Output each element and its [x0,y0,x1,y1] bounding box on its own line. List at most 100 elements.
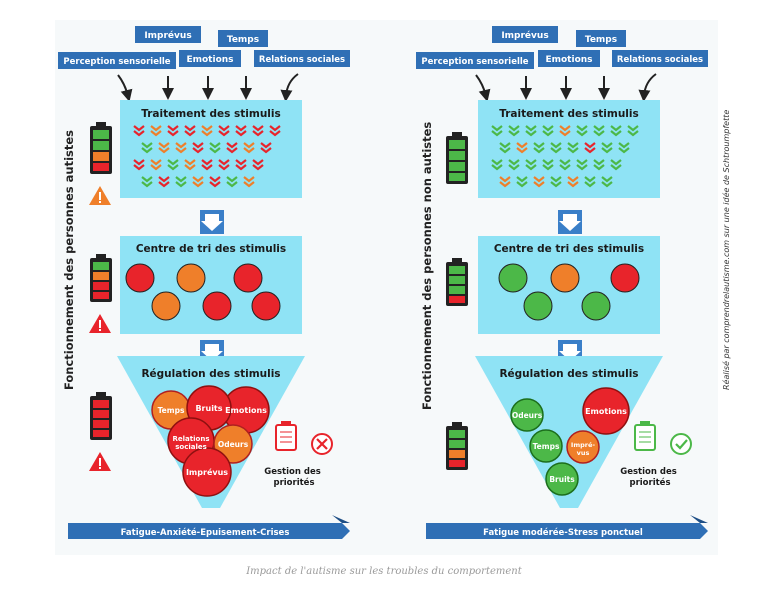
left-sort-circle [251,291,281,321]
right-bubble-odeurs [510,398,544,432]
left-sort-circle [125,263,155,293]
left-chevron [235,159,247,171]
right-chevron [610,125,622,137]
right-tag-relations [612,50,708,67]
right-chevron [567,176,579,188]
left-tag-relations [254,50,350,67]
left-chevron [243,142,255,154]
right-sort-circles [498,263,640,321]
left-chevron [133,159,145,171]
left-bubble-odeurs-label: Odeurs [218,440,249,449]
left-battery-2-icon [90,254,112,302]
left-tag-imprevus-label: Imprévus [144,30,191,41]
left-treatment-title: Traitement des stimulis [141,108,281,120]
left-chevron [133,125,145,137]
right-chevron [508,159,520,171]
right-chevron [576,159,588,171]
right-chevron [533,142,545,154]
right-priority-label: Gestion des priorités [620,467,680,488]
right-chevron [499,176,511,188]
warning-2-icon [89,314,111,333]
left-sort-title: Centre de tri des stimulis [136,243,286,255]
right-panel: Imprévus Temps Perception sensorielle Em… [416,26,708,539]
left-chevron [150,159,162,171]
right-chevron [576,125,588,137]
right-chevron [542,125,554,137]
right-chevron [516,142,528,154]
left-battery-3-icon [90,392,112,440]
right-regulation-title: Régulation des stimulis [499,368,638,380]
right-tag-perception-label: Perception sensorielle [421,57,528,67]
right-bubble-imprevus-label: Impré-vus [571,441,595,457]
left-tag-emotions [179,50,241,67]
warning-3-icon [89,452,111,471]
right-sort-circle [523,291,553,321]
left-down-arrow-1-icon [201,214,223,231]
left-bubble-temps-label: Temps [158,406,185,415]
left-tag-temps [218,30,268,47]
right-down-arrow-1-icon [559,214,581,231]
right-chevron [525,125,537,137]
right-curved-arrow-left [475,74,491,102]
right-tag-emotions-label: Emotions [545,55,592,65]
left-chevron [184,159,196,171]
left-battery-1-icon [90,122,112,174]
right-chevron [559,125,571,137]
left-tag-temps-label: Temps [227,35,259,45]
left-priority-label: Gestion des priorités [264,467,324,488]
right-sort-circle [550,263,580,293]
left-chevron [218,159,230,171]
left-chevron [184,125,196,137]
credit-text: Réalisé par comprendrelautisme.com sur u… [722,109,731,390]
left-chevron [252,159,264,171]
left-chevron [175,142,187,154]
left-chevron [218,125,230,137]
left-chevron [269,125,281,137]
left-curved-arrow-left [117,74,133,102]
left-sort-circles [125,263,281,321]
warning-1-icon [89,186,111,205]
left-chevron [235,125,247,137]
check-icon [670,433,692,455]
left-chevron [226,142,238,154]
left-sort-circle [151,291,181,321]
right-chevron [610,159,622,171]
right-tag-emotions [538,50,600,67]
right-footer-ribbon [426,523,708,539]
left-tag-perception [58,52,176,69]
right-chevron [499,142,511,154]
right-bubble-bruits-label: Bruits [549,475,575,484]
cross-icon [311,433,333,455]
right-tag-perception [416,52,534,69]
right-curved-arrow-right [638,73,657,102]
right-chevron [508,125,520,137]
right-tag-relations-label: Relations sociales [617,55,703,65]
left-chevron [141,142,153,154]
right-chevron [550,176,562,188]
right-bubble-emotions-label: Emotions [585,407,627,416]
right-chevron [491,159,503,171]
right-battery-3-icon [446,422,468,470]
right-battery-2-icon [446,258,468,306]
right-chevron [542,159,554,171]
left-chevron [167,159,179,171]
right-chevron [516,176,528,188]
left-clipboard-icon [275,421,297,451]
right-tag-imprevus-label: Imprévus [501,30,548,41]
left-curved-arrow-right [280,73,299,102]
right-chevron [584,176,596,188]
left-sort-circle [202,291,232,321]
left-chevron [175,176,187,188]
left-footer-label: Fatigue-Anxiété-Epuisement-Crises [121,527,290,538]
right-tag-imprevus [492,26,558,43]
right-bubble-imprevus [566,430,600,464]
left-chevron [243,176,255,188]
left-chevron [226,176,238,188]
left-bubble-bruits-label: Bruits [195,404,222,413]
right-sort-title: Centre de tri des stimulis [494,243,644,255]
right-chevron [525,159,537,171]
left-sort-circle [233,263,263,293]
left-tag-perception-label: Perception sensorielle [63,57,170,67]
